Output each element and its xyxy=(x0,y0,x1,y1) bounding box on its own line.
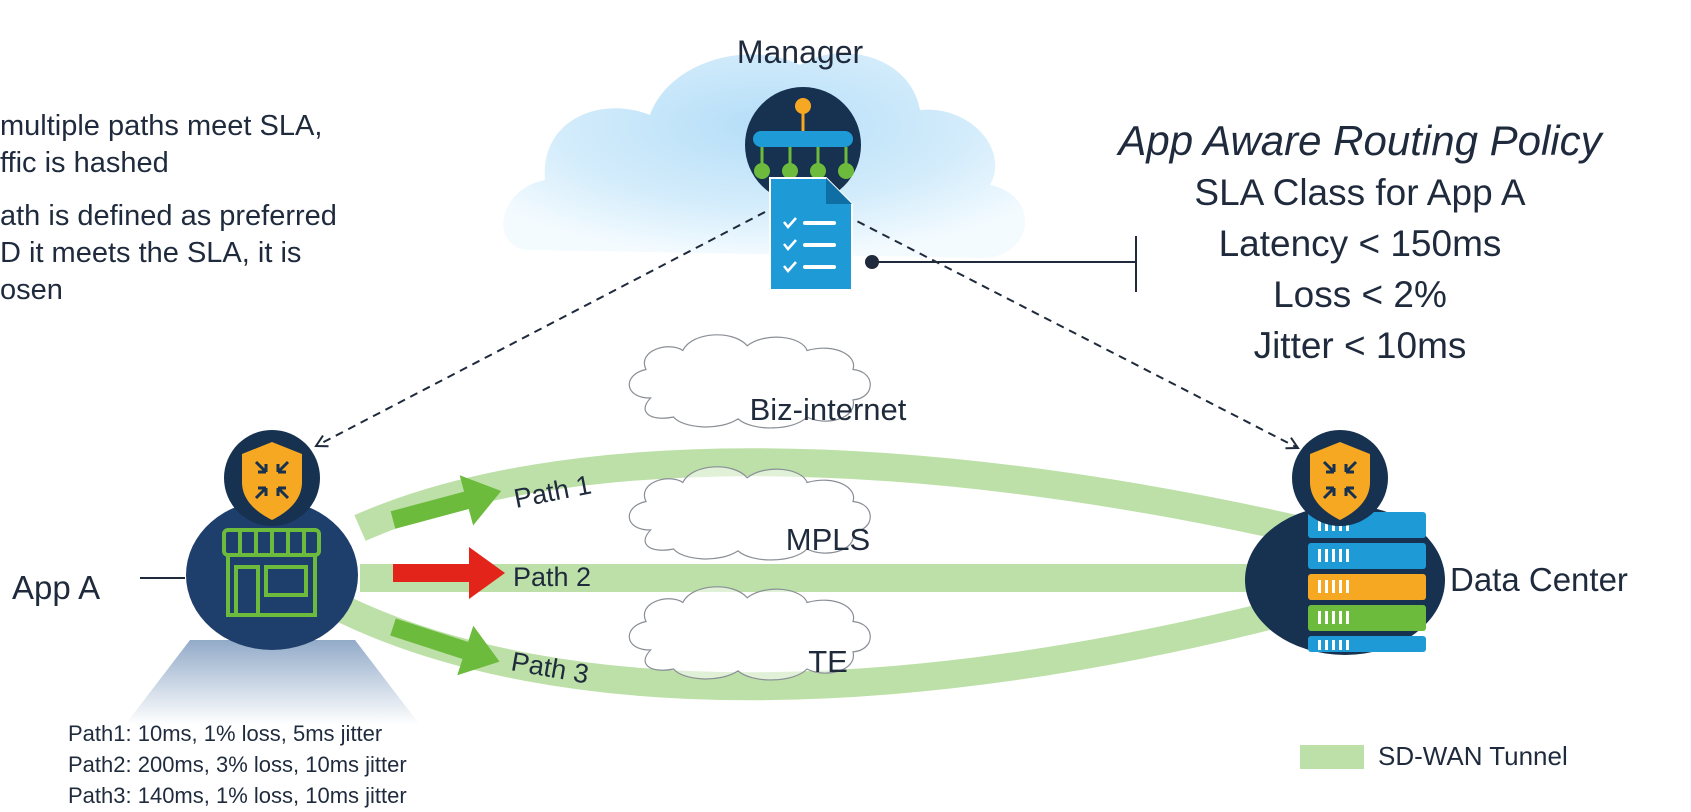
path-1-arrow xyxy=(390,475,502,529)
datacenter-icon xyxy=(1245,505,1445,655)
bullet-text-block: multiple paths meet SLA, ffic is hashed … xyxy=(0,108,470,309)
path-3-arrow xyxy=(390,618,500,676)
path-2-arrow xyxy=(393,547,505,599)
policy-line-latency: Latency < 150ms xyxy=(1218,223,1502,264)
path-stat-1: Path1: 10ms, 1% loss, 5ms jitter xyxy=(68,721,383,746)
path-stat-2: Path2: 200ms, 3% loss, 10ms jitter xyxy=(68,752,407,777)
bullet-2-line-3: osen xyxy=(0,274,63,306)
policy-title: App Aware Routing Policy xyxy=(1118,117,1602,164)
policy-connector xyxy=(865,236,1137,292)
bullet-2-line-1: ath is defined as preferred xyxy=(0,200,337,232)
transport-label-mpls: MPLS xyxy=(786,522,870,557)
legend: SD-WAN Tunnel xyxy=(1300,741,1568,772)
legend-swatch xyxy=(1300,744,1364,769)
policy-document-icon xyxy=(769,177,853,291)
control-line-datacenter xyxy=(844,214,1298,448)
bullet-1-line-1: multiple paths meet SLA, xyxy=(0,110,323,142)
transport-cloud-te xyxy=(628,586,871,681)
manager-icon xyxy=(745,87,861,203)
control-connections xyxy=(316,211,1298,448)
branch-shadow xyxy=(125,640,420,725)
manager-label: Manager xyxy=(737,34,864,70)
bullet-2-line-2: D it meets the SLA, it is xyxy=(0,237,302,269)
policy-line-sla-class: SLA Class for App A xyxy=(1194,172,1526,213)
policy-line-jitter: Jitter < 10ms xyxy=(1253,325,1467,366)
control-line-branch xyxy=(316,211,766,446)
path-stat-3: Path3: 140ms, 1% loss, 10ms jitter xyxy=(68,783,407,808)
transport-label-biz-internet: Biz-internet xyxy=(750,392,907,427)
policy-line-loss: Loss < 2% xyxy=(1273,274,1447,315)
path-3-label: Path 3 xyxy=(509,646,591,689)
app-a-label: App A xyxy=(12,569,100,606)
path-2-label: Path 2 xyxy=(513,562,591,592)
datacenter-router-icon xyxy=(1292,430,1388,526)
policy-panel: App Aware Routing Policy SLA Class for A… xyxy=(1080,115,1640,371)
datacenter-label: Data Center xyxy=(1450,561,1628,598)
transport-label-te: TE xyxy=(808,644,848,679)
legend-label: SD-WAN Tunnel xyxy=(1378,741,1568,771)
bullet-1-line-2: ffic is hashed xyxy=(0,147,169,179)
branch-router-icon xyxy=(224,430,320,526)
branch-site-icon xyxy=(140,500,358,650)
path-stats-list: Path1: 10ms, 1% loss, 5ms jitter Path2: … xyxy=(68,718,407,811)
transport-cloud-mpls xyxy=(628,466,871,561)
transport-cloud-biz-internet xyxy=(628,334,871,429)
